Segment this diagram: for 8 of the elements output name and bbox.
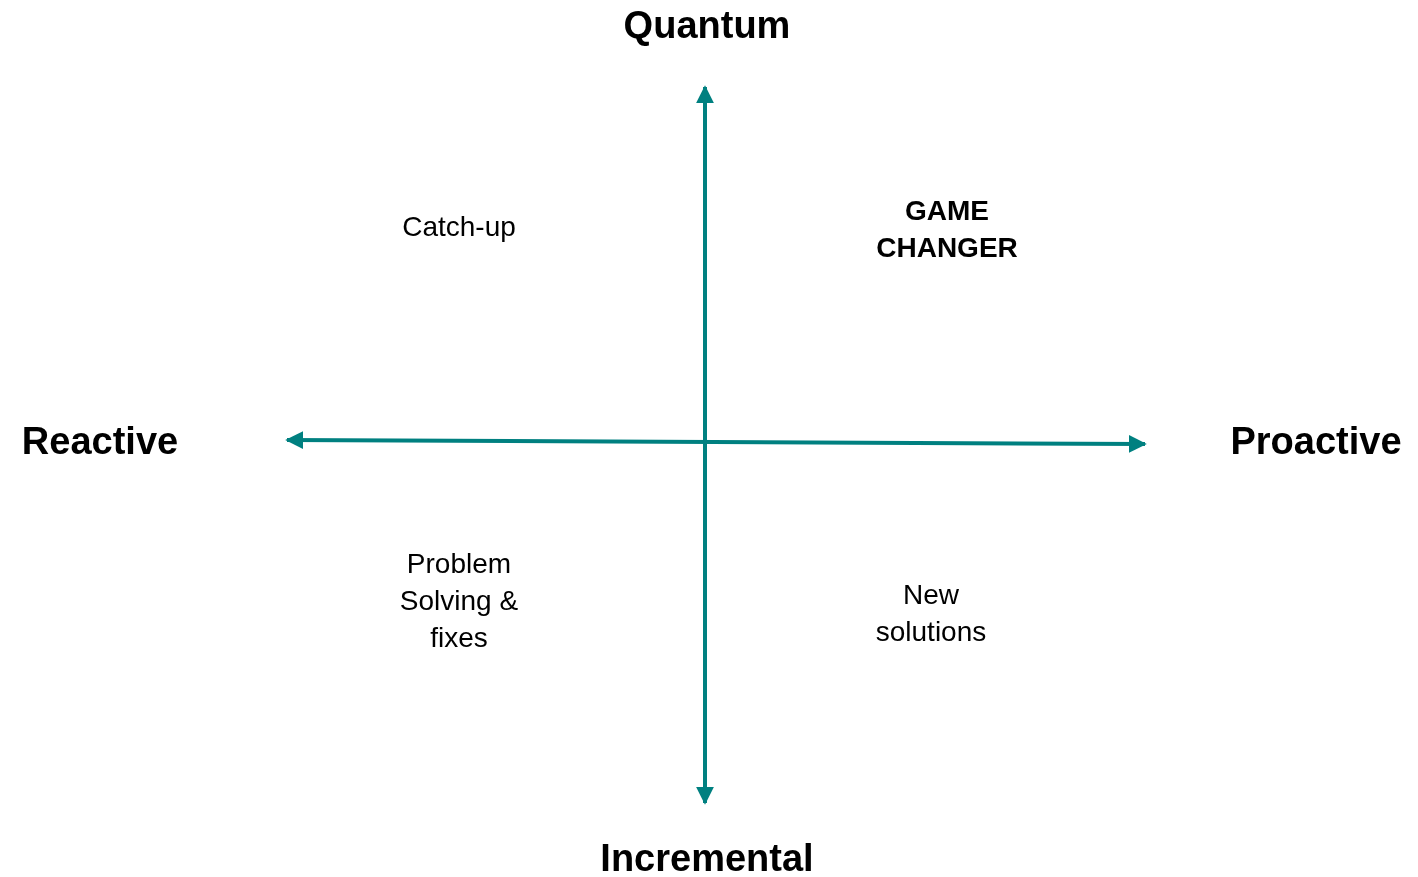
- axis-label: Reactive: [20, 418, 180, 464]
- axis-label: Proactive: [1229, 418, 1403, 464]
- quadrant-label: GAME CHANGER: [875, 194, 1019, 265]
- quadrant-label: New solutions: [874, 578, 988, 649]
- quadrant-label: Catch-up: [401, 209, 517, 244]
- quadrant-label: Problem Solving & fixes: [398, 546, 520, 655]
- axis-label: Incremental: [599, 835, 815, 877]
- axis-label: Quantum: [622, 2, 792, 48]
